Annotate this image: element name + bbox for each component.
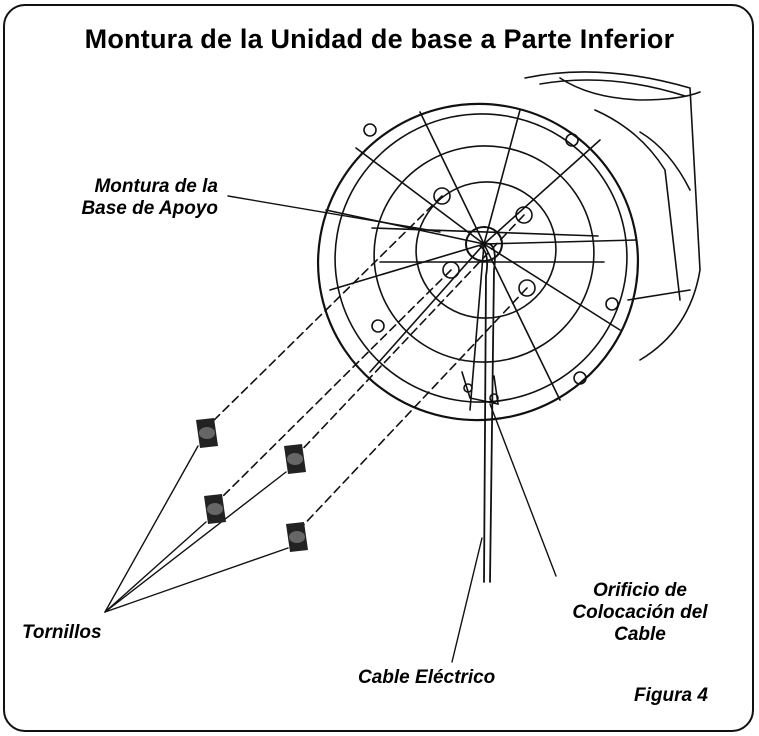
leader-lines bbox=[104, 195, 557, 663]
power-cable-label: Cable Eléctrico bbox=[358, 667, 496, 688]
cable-hole-label: Orificio de Colocación del Cable bbox=[550, 580, 730, 646]
cable-hole-label-line2: Colocación del bbox=[572, 602, 708, 623]
cable-hole-label-line3: Cable bbox=[614, 624, 666, 645]
base-mount-label-line2: Base de Apoyo bbox=[81, 198, 218, 219]
screw-4 bbox=[286, 522, 308, 552]
figure-number: Figura 4 bbox=[634, 685, 708, 706]
diagram-title: Montura de la Unidad de base a Parte Inf… bbox=[84, 24, 675, 54]
cable-hole-label-line1: Orificio de bbox=[593, 580, 687, 601]
base-mount-disc bbox=[316, 102, 640, 422]
diagram-frame bbox=[3, 4, 754, 732]
screws-label: Tornillos bbox=[22, 622, 102, 643]
screws bbox=[196, 418, 308, 552]
base-mount-label-line1: Montura de la bbox=[94, 176, 218, 197]
alignment-lines bbox=[203, 195, 528, 534]
unit-body bbox=[524, 71, 701, 361]
power-cable bbox=[479, 242, 496, 583]
screw-1 bbox=[196, 418, 218, 448]
screw-2 bbox=[284, 444, 306, 474]
base-mount-label: Montura de la Base de Apoyo bbox=[58, 176, 218, 220]
screw-3 bbox=[204, 494, 226, 524]
